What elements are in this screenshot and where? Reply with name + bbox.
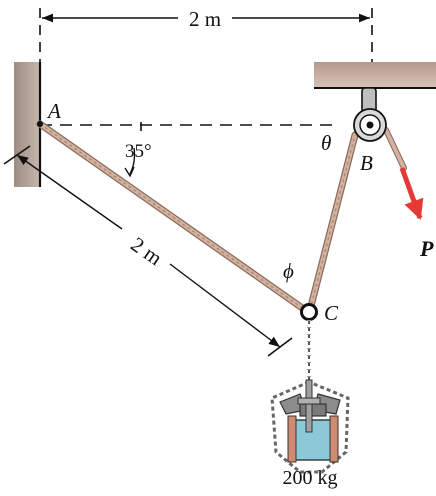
slant-dimension: 2 m xyxy=(3,145,293,357)
mass-label: 200 kg xyxy=(283,467,338,489)
top-dimension-label: 2 m xyxy=(189,7,221,31)
force-p-label: P xyxy=(419,236,434,261)
force-p-arrow xyxy=(399,167,424,220)
phi-label: ϕ xyxy=(283,259,294,283)
point-b-label: B xyxy=(360,151,373,175)
wall xyxy=(14,62,42,187)
ring-c xyxy=(300,303,318,321)
load-crate xyxy=(270,379,350,474)
rope-ac xyxy=(36,120,312,316)
theta-label: θ xyxy=(321,131,331,155)
point-a-label: A xyxy=(46,99,61,123)
rope-to-p xyxy=(383,127,407,171)
point-c-label: C xyxy=(324,301,339,325)
point-a-dot xyxy=(37,121,43,127)
top-dimension: 2 m xyxy=(39,7,373,62)
slant-dimension-label: 2 m xyxy=(127,232,167,270)
angle-35-label: 35° xyxy=(125,141,152,162)
pulley-b xyxy=(353,87,387,142)
angle-35-marker: 35° xyxy=(124,122,152,178)
rope-bc xyxy=(306,131,359,314)
ceiling xyxy=(314,62,436,89)
